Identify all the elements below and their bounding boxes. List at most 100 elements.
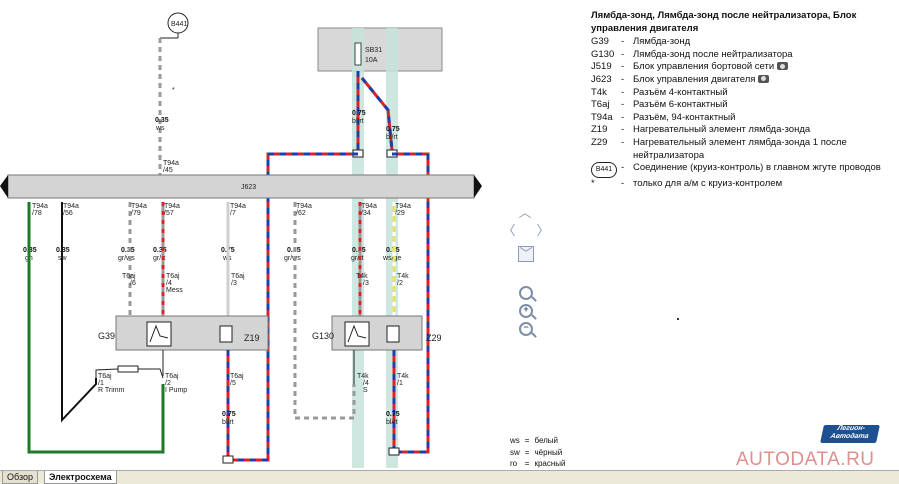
svg-text:T94a: T94a xyxy=(230,203,246,210)
svg-text:T6aj: T6aj xyxy=(231,273,245,280)
bus-left-arrow[interactable] xyxy=(0,175,8,198)
legend-row: T6aj-Разъём 6-контактный xyxy=(591,99,897,112)
pin-7: T94a/7 0.75ws xyxy=(221,203,246,262)
t6aj-lower-labels: T6aj/1 R Trimm T6aj/2 I Pump T6aj/5 xyxy=(98,373,244,394)
t6aj-labels: T6aj/6 T6aj/4 Mess T6aj/3 T4k/3 T4k/2 xyxy=(122,273,409,294)
sensor-g39-label: G39 xyxy=(98,331,115,341)
legend-code: G130 xyxy=(591,48,615,60)
legend-code: T6aj xyxy=(591,99,610,111)
svg-text:T6aj: T6aj xyxy=(122,273,136,280)
pan-right-icon[interactable]: 〉 xyxy=(536,223,550,238)
color-key-eq: = xyxy=(524,447,530,457)
legend-dash: - xyxy=(621,48,625,60)
pan-up-icon[interactable]: ︿ xyxy=(518,205,532,220)
svg-text:S: S xyxy=(363,387,368,394)
legend-code: B441 xyxy=(591,162,621,179)
svg-text:T94a: T94a xyxy=(361,203,377,210)
fuse-name: SB31 xyxy=(365,47,382,54)
legend-row: Z29 -Нагревательный элемент лямбда-зонда … xyxy=(591,137,897,162)
autodata-watermark: AUTODATA.RU xyxy=(736,449,875,470)
svg-text:gr/rt: gr/rt xyxy=(351,255,364,262)
stray-dot xyxy=(677,318,679,320)
asterisk-mark: * xyxy=(172,87,175,94)
wire-z29-low-color: bl/rt xyxy=(386,419,398,426)
color-key-eq: = xyxy=(524,436,530,445)
legion-autodata-logo: Легион-Автодата xyxy=(820,425,880,443)
svg-text:R Trimm: R Trimm xyxy=(98,387,125,394)
svg-text:/79: /79 xyxy=(131,210,141,217)
legend-text: Нагревательный элемент лямбда-зонда 1 по… xyxy=(633,137,897,162)
svg-text:/2: /2 xyxy=(397,280,403,287)
wire-sw xyxy=(61,202,97,423)
wire-b441-pinno: /45 xyxy=(163,167,173,174)
legend-code: T94a xyxy=(591,111,613,123)
legend-row: J623-Блок управления двигателя xyxy=(591,74,897,87)
legend-row: J519-Блок управления бортовой сети xyxy=(591,61,897,74)
legend-row: T94a-Разъём, 94-контактный xyxy=(591,112,897,125)
color-key-name: белый xyxy=(534,436,559,445)
pan-left-icon[interactable]: 〈 xyxy=(502,223,516,238)
svg-text:0.35: 0.35 xyxy=(121,247,135,254)
heater-z29-symbol xyxy=(386,325,400,343)
svg-text:/2: /2 xyxy=(165,380,171,387)
tab-schematic[interactable]: Электросхема xyxy=(44,471,117,484)
legend-text: Лямбда-зонд xyxy=(633,36,897,49)
legend-text-value: Нагревательный элемент лямбда-зонда 1 по… xyxy=(633,136,847,161)
fuse-sb31 xyxy=(354,42,362,66)
svg-text:/1: /1 xyxy=(98,380,104,387)
legend-title: Лямбда-зонд, Лямбда-зонд после нейтрализ… xyxy=(591,10,857,34)
svg-text:Mess: Mess xyxy=(166,287,183,294)
legend-text: только для а/м с круиз-контролем xyxy=(633,178,897,191)
legend-text: Разъём 6-контактный xyxy=(633,99,897,112)
legend-text-value: Лямбда-зонд после нейтрализатора xyxy=(633,48,793,60)
camera-icon[interactable] xyxy=(777,62,789,71)
ecu-label: J623 xyxy=(241,184,256,191)
legend-row: B441-Соединение (круиз-контроль) в главн… xyxy=(591,162,897,179)
legend-row: G39-Лямбда-зонд xyxy=(591,36,897,49)
tab-overview[interactable]: Обзор xyxy=(2,471,38,484)
svg-text:/34: /34 xyxy=(361,210,371,217)
fuse-wire-2-size: 0.75 xyxy=(386,126,400,133)
bus-right-arrow[interactable] xyxy=(474,175,482,198)
legend-dash: - xyxy=(621,178,625,190)
legend-code: J519 xyxy=(591,61,612,73)
color-key-code: ws xyxy=(510,436,520,445)
fuse-rating: 10A xyxy=(365,57,378,64)
sensor-g130-symbol xyxy=(344,321,370,347)
heater-z19-label: Z19 xyxy=(244,333,260,343)
wire-z19-low-size: 0.75 xyxy=(222,411,236,418)
legend-dash: - xyxy=(621,73,625,85)
zoom-in-icon[interactable]: + xyxy=(519,304,533,318)
legend-text-value: Блок управления бортовой сети xyxy=(633,61,775,73)
legend-row: Z19-Нагревательный элемент лямбда-зонда xyxy=(591,124,897,137)
legend-text-value: Блок управления двигателя xyxy=(633,73,756,85)
svg-text:T4k: T4k xyxy=(397,373,409,380)
zoom-out-icon[interactable]: − xyxy=(519,322,533,336)
legend-text: Блок управления двигателя xyxy=(633,74,897,87)
pan-down-icon[interactable]: ﹀ xyxy=(518,246,534,262)
zoom-fit-icon[interactable] xyxy=(519,286,533,300)
legend-text-value: Разъём 4-контактный xyxy=(633,86,728,98)
color-key-code: ro xyxy=(510,459,518,468)
legend-dash: - xyxy=(621,61,625,73)
legend-dash: - xyxy=(621,136,625,148)
svg-text:gr/ws: gr/ws xyxy=(284,255,301,262)
sensor-g39-box xyxy=(115,315,269,351)
legend-text: Соединение (круиз-контроль) в главном жг… xyxy=(633,162,897,178)
legend-text: Нагревательный элемент лямбда-зонда xyxy=(633,124,897,137)
camera-icon[interactable] xyxy=(758,74,770,83)
legend-code: Z29 xyxy=(591,136,608,148)
svg-text:I Pump: I Pump xyxy=(165,387,187,394)
wire-b441-pin: T94a xyxy=(163,160,179,167)
svg-text:/4: /4 xyxy=(363,380,369,387)
svg-text:T6aj: T6aj xyxy=(98,373,112,380)
svg-text:0.35: 0.35 xyxy=(153,247,167,254)
b441-label: B441 xyxy=(171,21,187,28)
svg-text:T4k: T4k xyxy=(397,273,409,280)
color-key-code: sw xyxy=(510,447,520,457)
